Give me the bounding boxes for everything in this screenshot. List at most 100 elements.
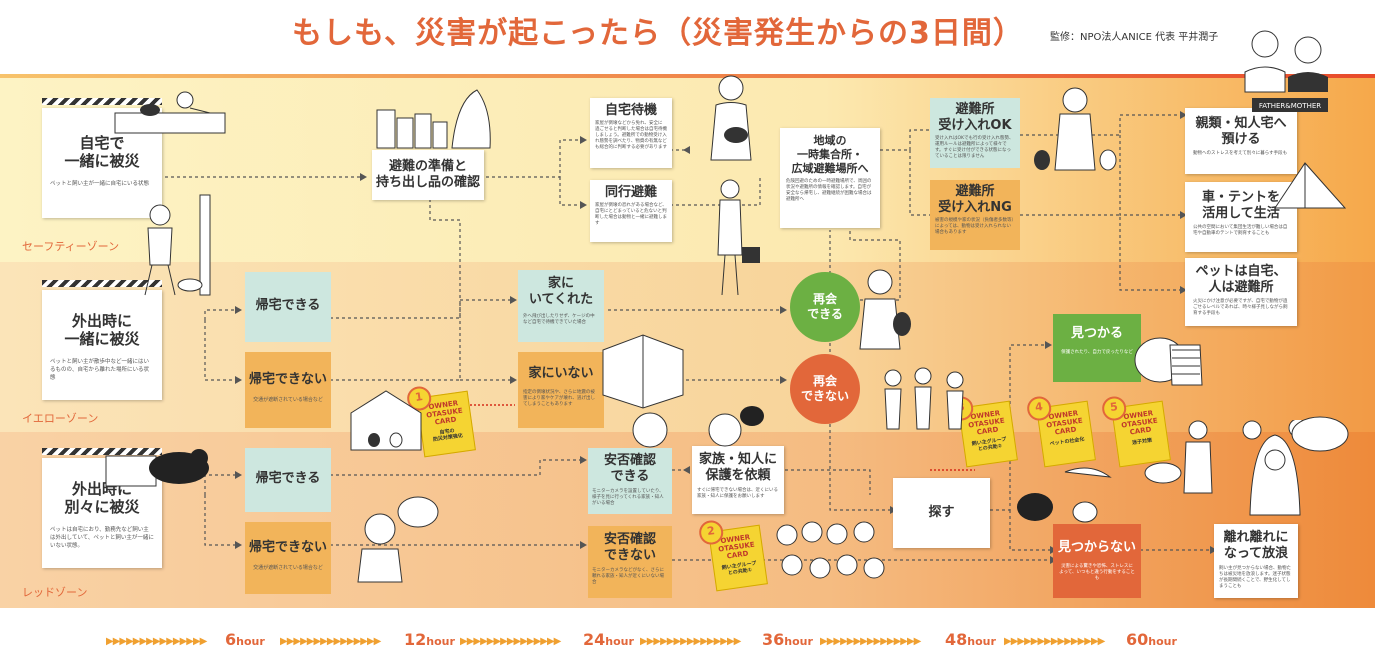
zone-label-yellow: イエローゾーン — [22, 412, 99, 425]
arrowhead — [1180, 111, 1187, 119]
node-not-reunite: 再会 できない — [790, 354, 860, 424]
node-desc: 保護されたり、自力で戻ったりなど — [1061, 350, 1133, 355]
node-desc: モニターカメラなどがなく、さらに頼れる家族・知人が近くにいない場合 — [592, 568, 664, 585]
connector — [909, 150, 930, 216]
arrowhead — [580, 541, 587, 549]
illustration-woman-cats — [1034, 87, 1117, 171]
owner-card-2: 2 OWNER OTASUKE CARD 飼い主グループ との共助① — [697, 518, 768, 592]
node-desc: 家屋が倒壊の恐れがある場合など、自宅にとどまっていると危ないと判断した場合は動物… — [595, 203, 667, 226]
timeline-12h: 12hour — [404, 630, 455, 649]
arrowhead — [580, 201, 587, 209]
node-cannot-return-red: 帰宅できない 交通が遮断されている場合など — [245, 522, 331, 594]
scenario-title: 自宅で 一緒に被災 — [64, 134, 140, 170]
connector — [480, 139, 580, 178]
card-title: OWNER OTASUKE CARD — [717, 533, 756, 561]
node-ask-family: 家族・知人に 保護を依頼 すぐに帰宅できない場合は、近くにいる家族・知人に保護を… — [692, 446, 784, 514]
connector — [330, 200, 461, 319]
zone-label-safety: セーフティーゾーン — [22, 240, 120, 253]
illustration-woman-face — [632, 412, 668, 448]
illustration-searching-people — [884, 367, 964, 430]
node-desc: 交通が遮断されている場合など — [253, 397, 323, 403]
node-prep: 避難の準備と 持ち出し品の確認 — [372, 150, 484, 200]
node-title: 地域の 一時集合所・ 広域避難場所へ — [791, 134, 869, 175]
node-desc: 災害による驚きや恐怖、ストレスによって、いつもと違う行動をすることも — [1059, 564, 1135, 581]
node-desc: 飼い主が見つからない場合、動物たちは被災地を放浪します。迷子状態が長期間続くこと… — [1219, 566, 1291, 589]
node-pet-at-home: 家に いてくれた 外へ飛び出したりせず、ケージの中など自宅で待機できていた場合 — [518, 270, 604, 342]
timeline-arrows: ▶▶▶▶▶▶▶▶▶▶▶▶▶▶▶ — [460, 636, 561, 647]
arrowhead — [235, 541, 242, 549]
card-sub: 飼い主グループ との共助① — [721, 560, 757, 577]
illustration-tent — [1274, 162, 1347, 209]
timeline-arrows: ▶▶▶▶▶▶▶▶▶▶▶▶▶▶▶ — [1004, 636, 1105, 647]
arrowhead — [510, 296, 517, 304]
connector — [880, 129, 930, 151]
arrowhead — [1180, 211, 1187, 219]
timeline-arrows: ▶▶▶▶▶▶▶▶▶▶▶▶▶▶▶ — [820, 636, 921, 647]
node-title: 避難所 受け入れNG — [938, 184, 1012, 215]
arrowhead — [235, 471, 242, 479]
hazard-stripe — [42, 280, 162, 287]
node-car-tent: 車・テントを 活用して生活 公共の空間において集団生活が難しい場合は自宅や自動車… — [1185, 182, 1297, 252]
timeline-arrows: ▶▶▶▶▶▶▶▶▶▶▶▶▶▶▶ — [640, 636, 741, 647]
node-desc: 被害の規模や家の状況（負傷者多数等）によっては、動物は受け入れられない場合もあり… — [935, 218, 1014, 235]
node-desc: 火災にかけ注意が必要ですが、自宅で動物が過ごせるレベルであれば、時々様子見しなが… — [1193, 299, 1288, 316]
connector — [559, 177, 580, 206]
node-desc: 指定の倒壊状況や、さらに地震の被害により家やケアが壊れ、逃げ出してしまうこともあ… — [523, 390, 595, 407]
node-evac-together: 同行避難 家屋が倒壊の恐れがある場合など、自宅にとどまっていると危ないと判断した… — [590, 180, 672, 242]
father-mother-label: FATHER&MOTHER — [1259, 102, 1321, 110]
timeline-24h: 24hour — [583, 630, 634, 649]
supervisor-credit: 監修：NPO法人ANICE 代表 平井潤子 — [1050, 32, 1219, 43]
arrowhead — [1045, 341, 1052, 349]
card-sub: ペットの社会化 — [1049, 436, 1085, 448]
node-title: 自宅待機 — [604, 103, 657, 118]
connector — [204, 309, 235, 320]
node-title: 見つからない — [1057, 540, 1136, 555]
node-assembly: 地域の 一時集合所・ 広域避難場所へ 危険回避のための一時避難場所で、周囲の状況… — [780, 128, 880, 228]
node-title: 帰宅できない — [248, 372, 327, 387]
arrowhead — [683, 146, 690, 154]
node-pet-home: ペットは自宅、 人は避難所 火災にかけ注意が必要ですが、自宅で動物が過ごせるレベ… — [1185, 258, 1297, 326]
illustration-thought-cats — [1291, 416, 1349, 452]
hazard-stripe — [42, 98, 162, 105]
node-pet-not-home: 家にいない 指定の倒壊状況や、さらに地震の被害により家やケアが壊れ、逃げ出してし… — [518, 352, 604, 428]
hazard-stripe — [42, 448, 162, 455]
illustration-room-cube — [602, 334, 684, 409]
illustration-hooded-figure-pets — [1242, 420, 1308, 516]
node-title: 探す — [928, 505, 955, 520]
illustration-hugging-dog — [1134, 337, 1203, 386]
illustration-woman-phone — [357, 496, 439, 583]
illustration-woman-with-cat — [859, 269, 911, 350]
node-not-found: 見つからない 災害による驚きや恐怖、ストレスによって、いつもと違う行動をすること… — [1053, 524, 1141, 598]
timeline-6h: 6hour — [225, 630, 265, 649]
illustration-vet-dog — [1144, 420, 1213, 494]
safety-zone-band — [0, 74, 1375, 262]
node-abandon: 離れ離れに なって放浪 飼い主が見つからない場合、動物たちは被災地を放浪します。… — [1214, 524, 1298, 598]
node-title: 車・テントを 活用して生活 — [1201, 190, 1280, 221]
node-found: 見つかる 保護されたり、自力で戻ったりなど — [1053, 314, 1141, 382]
node-title: 帰宅できない — [248, 540, 327, 555]
node-safety-check-ok: 安否確認 できる モニターカメラを設置していたり、様子を見に行ってくれる家族・知… — [588, 448, 672, 514]
node-search: 探す — [893, 478, 990, 548]
zone-label-red: レッドゾーン — [22, 586, 88, 599]
connector — [1119, 135, 1180, 216]
arrowhead — [683, 466, 690, 474]
arrowhead — [235, 306, 242, 314]
page-title: もしも、災害が起こったら（災害発生からの3日間） — [292, 16, 1024, 51]
node-desc: 家屋が倒壊などから免れ、安全に過ごせると判断した場合は自宅待機しましょう。避難所… — [595, 121, 667, 150]
node-desc: 危険回避のための一時避難場所で、周囲の状況や避難所の情報を確認します。自宅が安全… — [786, 179, 872, 202]
card-title: OWNER OTASUKE CARD — [425, 399, 464, 427]
timeline-arrows: ▶▶▶▶▶▶▶▶▶▶▶▶▶▶▶ — [280, 636, 381, 647]
node-relatives: 親類・知人宅へ 預ける 動物へのストレスを考えて別々に暮らす手段も — [1185, 108, 1297, 174]
arrowhead — [510, 376, 517, 384]
top-edge-stripe — [0, 74, 1375, 78]
node-can-return-yellow: 帰宅できる — [245, 272, 331, 342]
arrowhead — [1180, 286, 1187, 294]
arrowhead — [235, 376, 242, 384]
connector — [1009, 510, 1050, 551]
node-desc: モニターカメラを設置していたり、様子を見に行ってくれる家族・知人がいる場合 — [592, 489, 664, 506]
node-desc: すぐに帰宅できない場合は、近くにいる家族・知人に保護をお願いします — [697, 488, 778, 499]
node-title: 帰宅できる — [255, 471, 321, 486]
connector — [204, 495, 235, 546]
node-desc: 交通が遮断されている場合など — [253, 565, 323, 571]
connector — [330, 459, 580, 476]
